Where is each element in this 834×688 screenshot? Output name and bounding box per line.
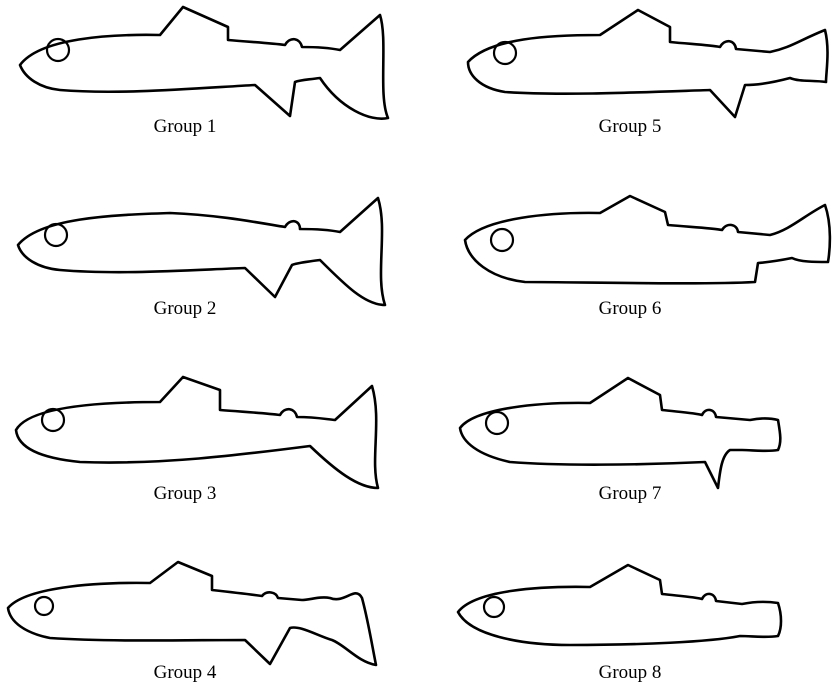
fish-6-eye — [491, 229, 513, 251]
fish-group-8 — [458, 565, 781, 645]
fish-6-outline — [465, 196, 830, 283]
fish-8-eye — [484, 597, 504, 617]
fish-1-eye — [47, 39, 69, 61]
fish-5-eye — [494, 42, 516, 64]
fish-5-outline — [468, 10, 828, 117]
fish-4-eye — [35, 597, 53, 615]
fish-group-7 — [460, 378, 780, 488]
group-4-label: Group 4 — [85, 662, 285, 684]
fish-3-eye — [42, 409, 64, 431]
fish-group-6 — [465, 196, 830, 283]
fish-1-outline — [20, 7, 388, 119]
fish-4-outline — [8, 562, 376, 665]
fish-7-outline — [460, 378, 780, 488]
fish-group-4 — [8, 562, 376, 665]
group-8-label: Group 8 — [530, 662, 730, 684]
group-6-label: Group 6 — [530, 298, 730, 320]
fish-group-3 — [16, 377, 378, 488]
group-2-label: Group 2 — [85, 298, 285, 320]
fish-3-outline — [16, 377, 378, 488]
fish-2-outline — [18, 198, 385, 305]
group-5-label: Group 5 — [530, 116, 730, 138]
group-1-label: Group 1 — [85, 116, 285, 138]
fish-group-5 — [468, 10, 828, 117]
fish-8-outline — [458, 565, 781, 645]
fish-2-eye — [45, 224, 67, 246]
fish-7-eye — [486, 412, 508, 434]
fish-group-1 — [20, 7, 388, 119]
group-3-label: Group 3 — [85, 483, 285, 505]
group-7-label: Group 7 — [530, 483, 730, 505]
fish-group-2 — [18, 198, 385, 305]
